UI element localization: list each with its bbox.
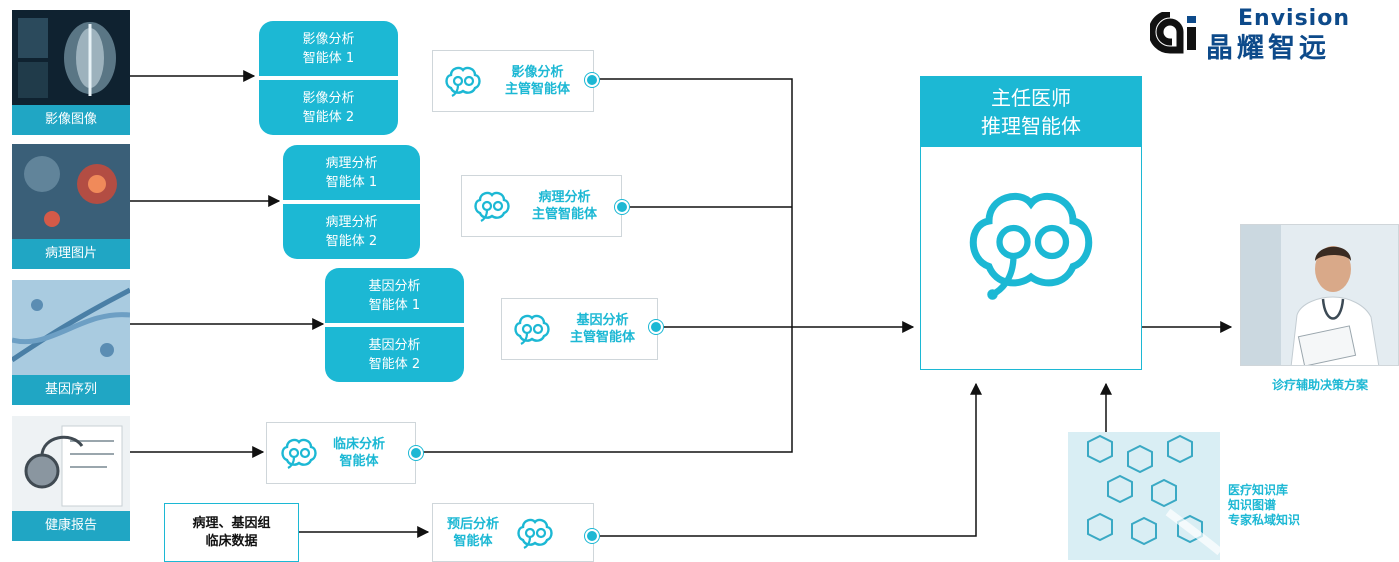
knowledge-item: 医疗知识库 [1228,483,1289,497]
large-brain-icon [969,192,1093,300]
dna-image [12,280,130,375]
supervisor-label: 病理分析主管智能体 [532,190,598,222]
source-pathology: 病理图片 [12,144,130,269]
prognosis-agent: 预后分析智能体 [432,503,594,562]
agent-box: 病理分析智能体 1 [283,145,420,200]
source-imaging: 影像图像 [12,10,130,135]
chief-physician-agent: 主任医师推理智能体 [920,76,1142,370]
source-label: 健康报告 [44,518,97,533]
connector-dot [585,529,599,543]
brain-icon [445,66,481,97]
supervisor-label: 影像分析主管智能体 [505,65,571,97]
agent-box: 基因分析智能体 1 [325,268,464,323]
imaging-agent-pair: 影像分析智能体 1 影像分析智能体 2 [259,21,398,135]
pathology-supervisor: 病理分析主管智能体 [461,175,622,237]
logo-english: Envision [1238,6,1350,31]
source-label: 病理图片 [44,246,97,261]
connector-dot [409,446,423,460]
brain-icon [517,518,553,549]
logo-mark-icon [1150,12,1196,54]
agent-box: 病理分析智能体 2 [283,204,420,259]
source-health-report: 健康报告 [12,416,130,541]
brain-icon [514,314,550,345]
supervisor-label: 基因分析主管智能体 [570,313,636,345]
source-label: 基因序列 [44,382,97,397]
agent-label: 临床分析智能体 [333,437,386,469]
agent-label: 预后分析智能体 [447,516,500,549]
output-label: 诊疗辅助决策方案 [1271,378,1368,392]
xray-image [12,10,130,105]
gene-supervisor: 基因分析主管智能体 [501,298,658,360]
brain-icon [281,438,317,469]
chief-title: 主任医师推理智能体 [921,77,1141,147]
pathology-image [12,144,130,239]
brain-icon [474,191,510,222]
pathology-agent-pair: 病理分析智能体 1 病理分析智能体 2 [283,145,420,259]
connector-dot [649,320,663,334]
source-gene: 基因序列 [12,280,130,405]
clinical-agent: 临床分析智能体 [266,422,416,484]
agent-box: 基因分析智能体 2 [325,327,464,382]
connector-dot [585,73,599,87]
doctor-image [1240,224,1399,366]
agent-box: 影像分析智能体 1 [259,21,398,76]
knowledge-item: 知识图谱 [1228,498,1277,512]
logo-chinese: 晶耀智远 [1206,33,1330,64]
knowledge-item: 专家私域知识 [1228,513,1301,527]
gene-agent-pair: 基因分析智能体 1 基因分析智能体 2 [325,268,464,382]
connector-dot [615,200,629,214]
imaging-supervisor: 影像分析主管智能体 [432,50,594,112]
arrow-prognosis-to-chief [596,382,982,537]
clinical-data-box: 病理、基因组临床数据 [164,503,299,562]
report-image [12,416,130,511]
agent-box: 影像分析智能体 2 [259,80,398,135]
bus-line [419,78,793,453]
source-label: 影像图像 [44,112,97,127]
envision-logo: Envision 晶耀智远 [1150,6,1395,64]
knowledge-image [1068,432,1220,560]
knowledge-list: 医疗知识库 知识图谱 专家私域知识 [1228,483,1300,528]
